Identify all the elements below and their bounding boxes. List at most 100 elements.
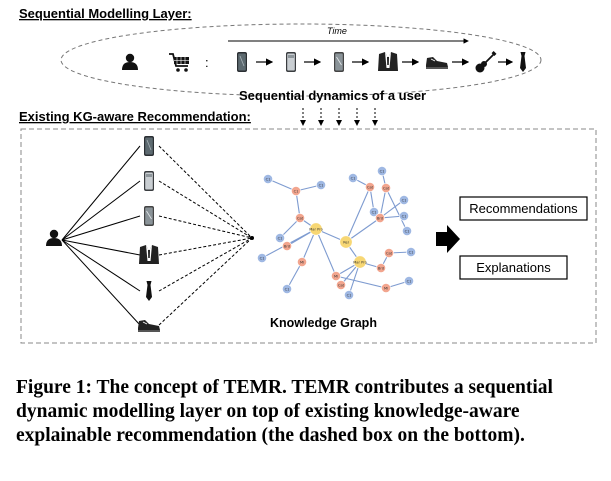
kg-edge [335,275,387,289]
kg-node [381,283,391,293]
kg-edge [315,228,337,277]
kg-node [257,253,267,263]
kg-node [365,182,375,192]
kg-node [275,233,285,243]
user-item-edge [61,239,141,326]
kg-node [353,255,367,269]
kg-node-label: C1 [372,210,377,214]
sneaker-icon [137,319,161,333]
explanations-box [459,255,568,280]
kg-node-label: C1 [409,250,414,254]
kg-node [316,180,326,190]
user-item-edge [61,180,141,241]
kg-edge [286,261,303,290]
kg-node [309,222,323,236]
sequential-dynamics-caption: Sequential dynamics of a user [239,88,426,103]
kg-node-label: C1 [319,183,324,187]
phone-silver-icon [286,52,296,72]
recommendations-label: Recommendations [469,201,578,216]
user-icon [122,53,138,70]
kg-node-label: C1 [260,256,265,260]
kg-node-label: Cat [383,186,390,190]
phone-silver-icon [144,171,154,191]
cart-icon [168,53,190,73]
kg-node [399,195,409,205]
kg-node-label: Brd [377,216,383,220]
kg-node-label: Mi [384,286,388,290]
kg-node-label: Cat [367,185,374,189]
kg-section-title: Existing KG-aware Recommendation: [19,109,251,124]
item-graph-edge [158,237,253,292]
kg-node-label: Cat [386,251,393,255]
kg-node [399,211,409,221]
kg-edge [379,187,387,219]
user-item-edges [61,145,141,326]
kg-edge [379,199,405,219]
kg-node [282,284,292,294]
kg-node-label: Mi [334,274,338,278]
phone-black-icon [143,135,155,157]
user-icon [46,229,62,246]
kg-node-label: C1 [380,169,385,173]
phone-gray-icon [333,51,345,73]
kg-node-label: C1 [402,198,407,202]
kg-node [282,241,292,251]
kg-node-label: Cat [338,283,345,287]
suit-jacket-icon [378,52,398,71]
kg-edge [267,178,297,192]
kg-node [295,213,305,223]
kg-node-label: C1 [407,279,412,283]
kg-node [339,235,353,249]
kg-items-column [137,135,161,333]
knowledge-graph-label: Knowledge Graph [270,316,377,330]
kg-node-label: C1 [266,177,271,181]
kg-node-label: C1 [405,229,410,233]
kg-node [402,226,412,236]
kg-node [369,207,379,217]
kg-node-label: C1 [402,214,407,218]
sneaker-icon [425,56,449,70]
kg-node-label: C1 [351,176,356,180]
kg-node-label: Mi [300,260,304,264]
kg-edge [385,187,408,232]
user-item-edge [61,239,141,292]
kg-node [406,247,416,257]
kg-node-label: Rel [343,240,349,244]
sequence-ellipse [60,23,542,97]
kg-node [291,186,301,196]
kg-node [263,174,273,184]
layer-connection-arrows [300,108,378,126]
sequence-colon: : [205,55,209,70]
tie-icon [146,281,152,301]
item-graph-edge [158,215,253,239]
guitar-icon [474,50,498,74]
kg-node-label: C1 [347,293,352,297]
explanations-label: Explanations [476,260,551,275]
item-graph-edge [158,180,253,239]
item-graph-edge [158,145,253,239]
kg-node [381,183,391,193]
sequence-items [236,50,526,74]
graph-entry-point [250,236,254,240]
kg-node-label: Mar Pro [309,227,323,231]
kg-node-label: C1 [285,287,290,291]
kg-node [375,213,385,223]
phone-black-icon [236,51,248,73]
suit-jacket-icon [139,245,159,264]
user-item-edge [61,215,141,241]
kg-node-label: Brd [284,244,290,248]
kg-node-label: Mar Pro [353,260,367,264]
kg-edge [345,186,371,243]
kg-node [331,271,341,281]
recommendations-box [459,196,588,221]
kg-node [344,290,354,300]
output-arrow-icon [436,225,460,253]
tie-icon [520,52,526,72]
item-graph-edges [158,145,253,326]
user-item-edge [61,145,141,241]
sequential-layer-title: Sequential Modelling Layer: [19,6,192,21]
kg-node [384,248,394,258]
kg-node-label: Brd [378,266,384,270]
kg-node-label: Cat [297,216,304,220]
